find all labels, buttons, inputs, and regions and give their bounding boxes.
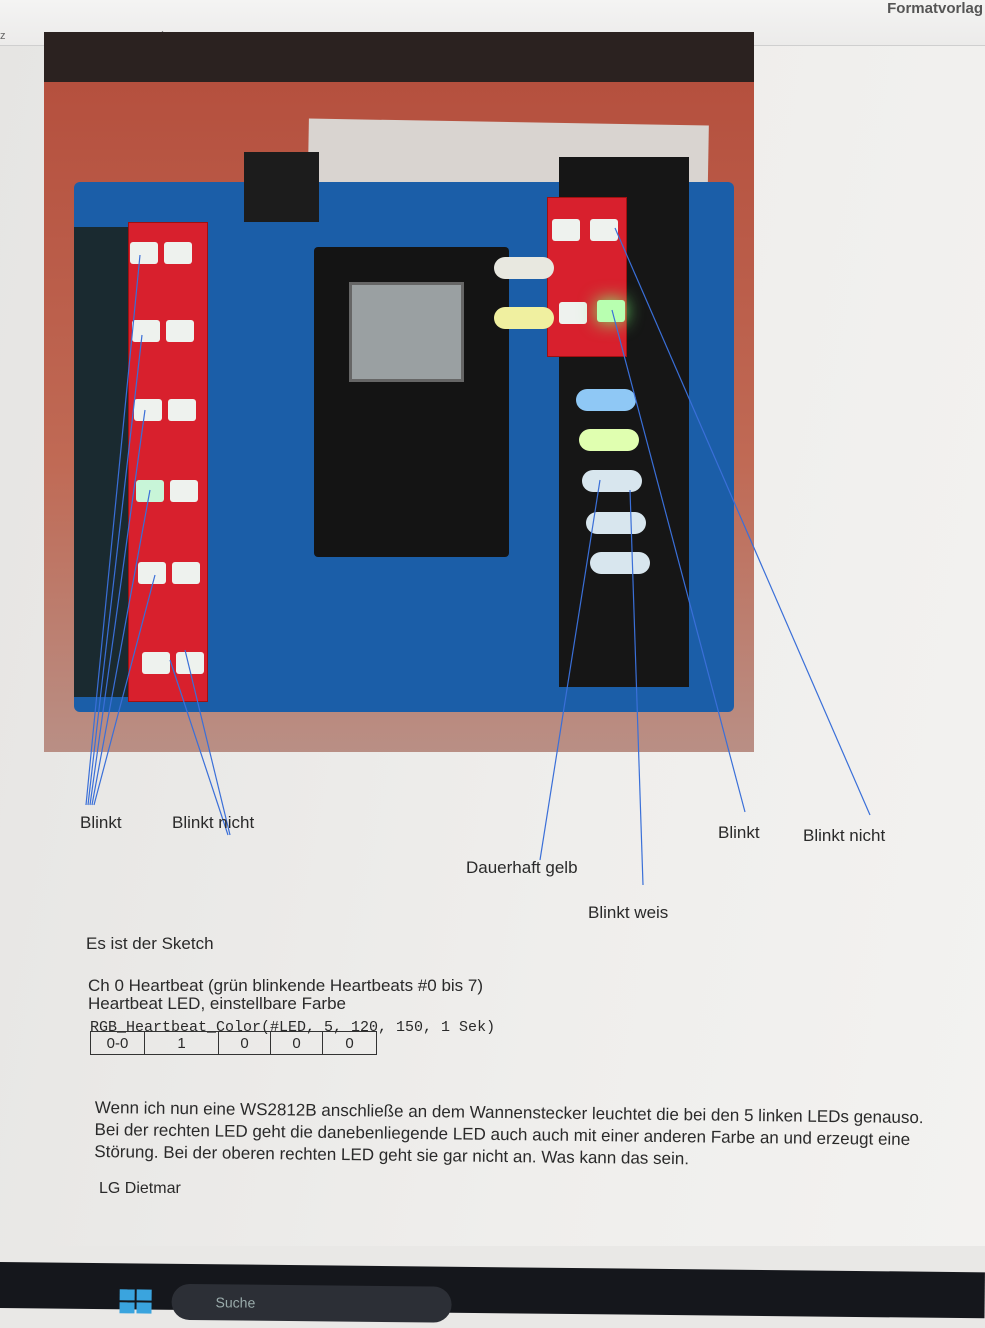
body-paragraph: Wenn ich nun eine WS2812B anschließe an … <box>94 1097 924 1169</box>
search-placeholder: Suche <box>215 1294 256 1311</box>
heartbeat-led-line: Heartbeat LED, einstellbare Farbe <box>88 994 346 1013</box>
table-cell: 1 <box>144 1031 219 1055</box>
sketch-line: Es ist der Sketch <box>86 934 214 953</box>
heartbeat-line: Ch 0 Heartbeat (grün blinkende Heartbeat… <box>88 976 484 995</box>
table-cell: 0 <box>322 1031 377 1055</box>
label-blinkt-nicht-right: Blinkt nicht <box>803 826 886 845</box>
label-dauerhaft-gelb: Dauerhaft gelb <box>466 858 578 877</box>
taskbar: Suche <box>0 1262 985 1323</box>
windows-start-icon[interactable] <box>119 1289 152 1314</box>
label-blinkt-left: Blinkt <box>80 813 122 832</box>
table-cell: 0-0 <box>90 1031 145 1055</box>
esp32-chip <box>349 282 464 382</box>
table-cell: 0 <box>270 1031 323 1055</box>
config-table: 0-0 1 0 0 0 <box>90 1031 377 1055</box>
label-blinkt-right: Blinkt <box>718 823 760 842</box>
styles-group-label[interactable]: Formatvorlag <box>887 0 983 17</box>
label-blinkt-weis: Blinkt weis <box>588 903 669 922</box>
label-blinkt-nicht-left: Blinkt nicht <box>172 813 255 832</box>
pcb-photo <box>44 32 754 752</box>
taskbar-search[interactable]: Suche <box>171 1283 452 1323</box>
table-cell: 0 <box>218 1031 271 1055</box>
ribbon-fragment: z <box>0 30 6 42</box>
signoff: LG Dietmar <box>99 1180 181 1197</box>
